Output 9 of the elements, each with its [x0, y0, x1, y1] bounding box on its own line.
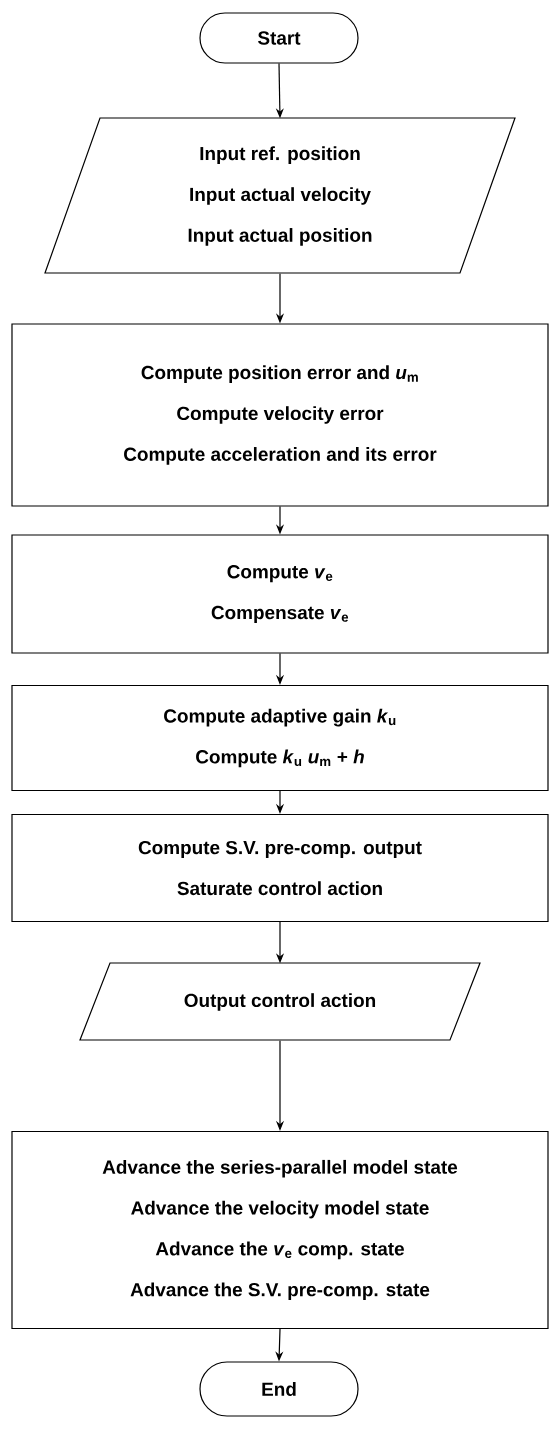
- io-parallelogram: Input ref. position Input actual velocity Input actual position: [44, 117, 516, 274]
- process-box: Compute adaptive gain k$_{u}$ Compute k$_{u}$ u$_{m}$ + h: [11, 684, 549, 792]
- process-box: Compute S.V. pre-comp. output Saturate control action: [11, 813, 549, 923]
- process-box: Compute position error and u$_{m}$ Compute velocity error Compute acceleration and its error: [11, 323, 549, 507]
- terminator: End: [199, 1361, 359, 1417]
- process-box: Advance the series-parallel model state Advance the velocity model state Advance the v$_{e}$ comp. state Advance the S.V. pre-comp. state: [11, 1130, 549, 1330]
- terminator: Start: [199, 12, 359, 64]
- process-box: Compute v$_{e}$ Compensate v$_{e}$: [11, 534, 549, 654]
- io-parallelogram: Output control action: [79, 962, 481, 1041]
